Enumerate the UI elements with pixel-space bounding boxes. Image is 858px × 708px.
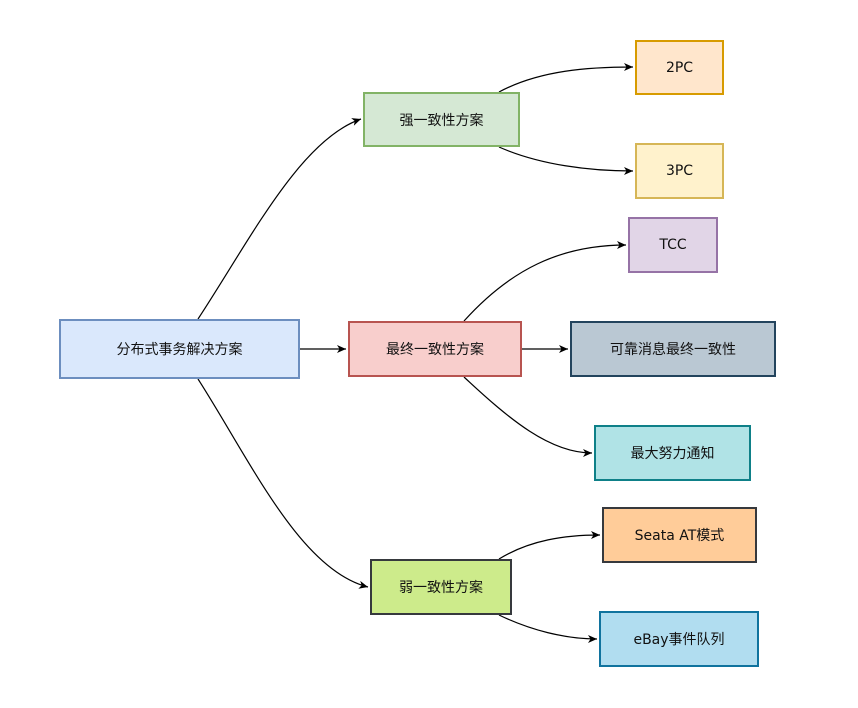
node-eventual-consistency[interactable]: 最终一致性方案 <box>348 321 522 377</box>
node-tcc-label: TCC <box>659 237 687 253</box>
node-weak-consistency[interactable]: 弱一致性方案 <box>370 559 512 615</box>
node-2pc-label: 2PC <box>665 59 694 76</box>
node-2pc[interactable]: 2PC <box>635 40 724 95</box>
node-root[interactable]: 分布式事务解决方案 <box>59 319 300 379</box>
edge-root-to-strong <box>197 118 362 320</box>
edge-weak-to-seata <box>498 531 601 560</box>
node-3pc-label: 3PC <box>665 163 694 179</box>
edge-root-to-weak <box>197 378 369 589</box>
node-eventual-consistency-label: 最终一致性方案 <box>386 342 484 358</box>
edge-eventual-to-tcc <box>463 241 627 322</box>
node-best-effort-notification[interactable]: 最大努力通知 <box>594 425 751 481</box>
edge-eventual-to-besteffort <box>463 376 593 457</box>
node-weak-consistency-label: 弱一致性方案 <box>399 580 483 596</box>
node-seata-at-label: Seata AT模式 <box>634 528 725 544</box>
node-reliable-message[interactable]: 可靠消息最终一致性 <box>570 321 776 377</box>
node-ebay-event-queue[interactable]: eBay事件队列 <box>599 611 759 667</box>
node-ebay-event-queue-label: eBay事件队列 <box>633 632 725 648</box>
node-reliable-message-label: 可靠消息最终一致性 <box>610 342 736 358</box>
node-strong-consistency[interactable]: 强一致性方案 <box>363 92 520 147</box>
node-strong-consistency-label: 强一致性方案 <box>399 112 484 129</box>
edge-weak-to-ebay <box>498 614 598 643</box>
edge-strong-to-twopc <box>498 63 634 93</box>
node-best-effort-notification-label: 最大努力通知 <box>630 446 715 462</box>
node-seata-at[interactable]: Seata AT模式 <box>602 507 757 563</box>
node-tcc[interactable]: TCC <box>628 217 718 273</box>
edge-strong-to-threepc <box>498 146 634 175</box>
node-3pc[interactable]: 3PC <box>635 143 724 199</box>
node-root-label: 分布式事务解决方案 <box>116 342 243 358</box>
